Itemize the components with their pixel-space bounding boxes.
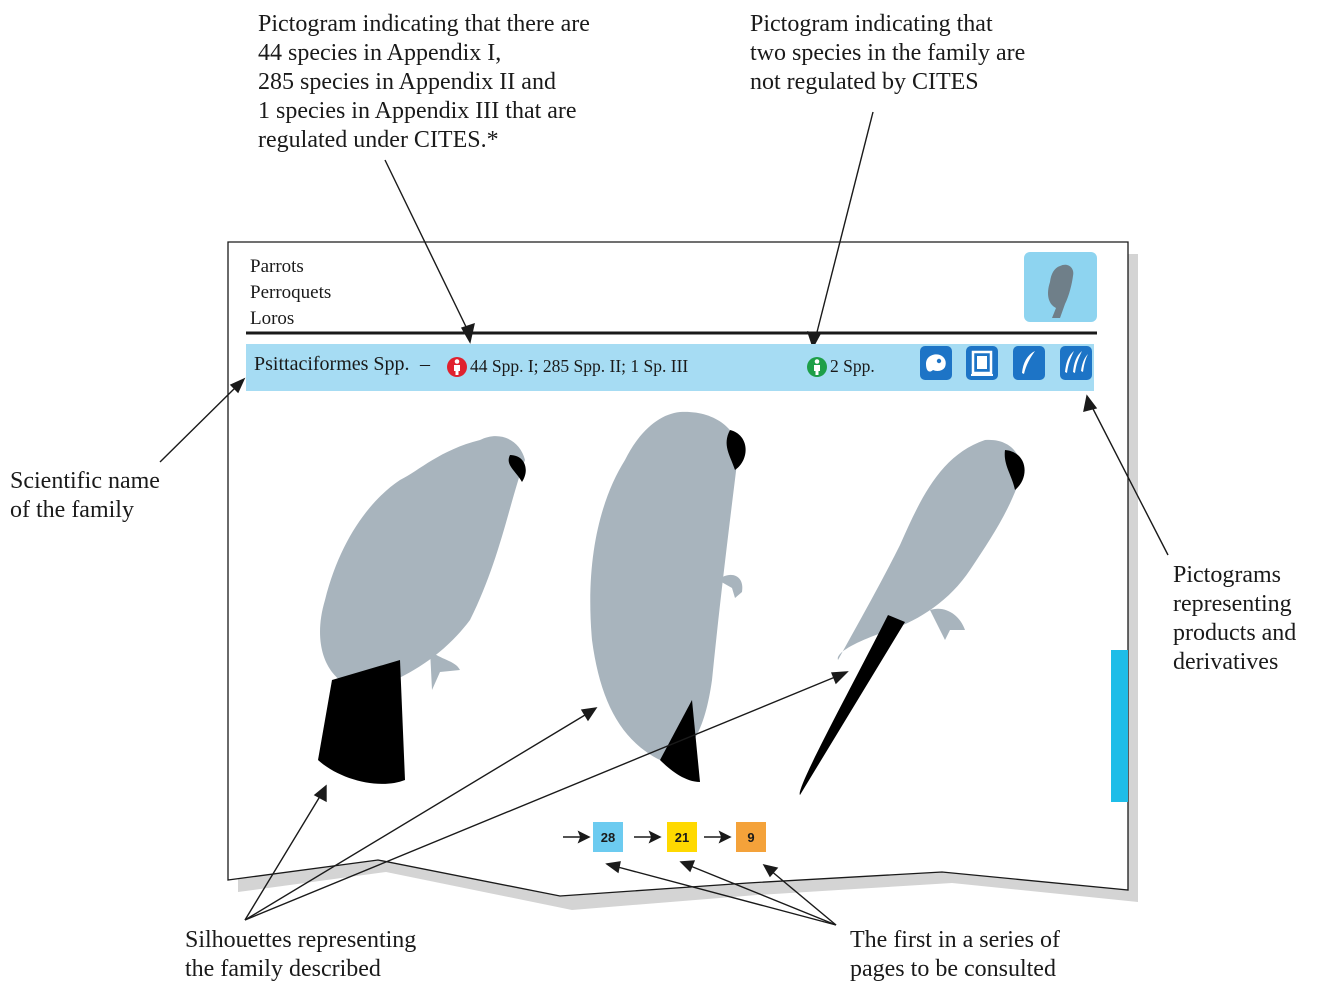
products-callout: Pictograms representing products and der… (1173, 562, 1297, 675)
page-sequence-arrows (563, 830, 732, 844)
leather-item-icon (966, 346, 998, 380)
side-tab (1111, 650, 1128, 802)
first-page-callout: The first in a series of pages to be con… (850, 927, 1060, 982)
thumbnail-parrot-shape (1048, 264, 1074, 318)
callout-lines (159, 111, 1169, 926)
page-number-box-1: 28 (593, 822, 623, 852)
common-names: Parrots Perroquets Loros (250, 256, 332, 329)
page-number-box-2: 21 (667, 822, 697, 852)
parrot-silhouette-1 (318, 436, 526, 784)
parrot-silhouette-3 (799, 439, 1025, 795)
appendix-pictogram-callout: Pictogram indicating that there are 44 s… (258, 11, 590, 153)
silhouettes-callout: Silhouettes representing the family desc… (185, 927, 417, 982)
name-dash: – (420, 353, 430, 375)
cites-regulated-icon (447, 357, 467, 377)
appendix-counts: 44 Spp. I; 285 Spp. II; 1 Sp. III (470, 356, 689, 376)
feathers-icon (1060, 346, 1092, 380)
page-number-box-3: 9 (736, 822, 766, 852)
not-regulated-icon (807, 357, 827, 377)
family-banner (246, 344, 1094, 391)
not-regulated-count: 2 Spp. (830, 356, 875, 376)
not-regulated-callout: Pictogram indicating that two species in… (750, 11, 1026, 95)
scientific-name-callout: Scientific name of the family (10, 468, 160, 523)
skin-product-icon (920, 346, 952, 380)
feather-icon (1013, 346, 1045, 380)
scientific-name: Psittaciformes Spp. (254, 353, 410, 375)
